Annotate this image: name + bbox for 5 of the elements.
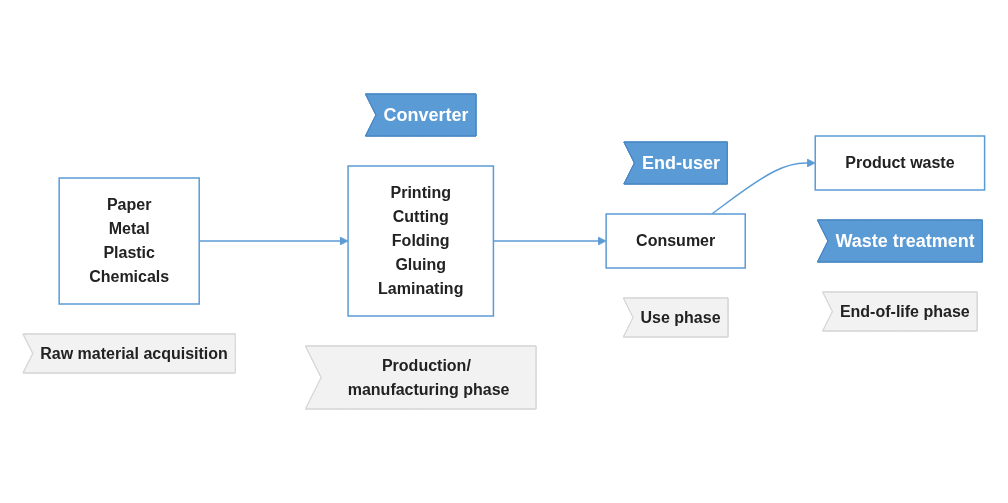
node-box: Printing Cutting Folding Gluing Laminating [347, 165, 495, 317]
node-box: Paper Metal Plastic Chemicals [58, 177, 201, 305]
node-box: Product waste [814, 135, 986, 191]
node-box: Consumer [605, 213, 747, 269]
arrow [711, 158, 816, 215]
